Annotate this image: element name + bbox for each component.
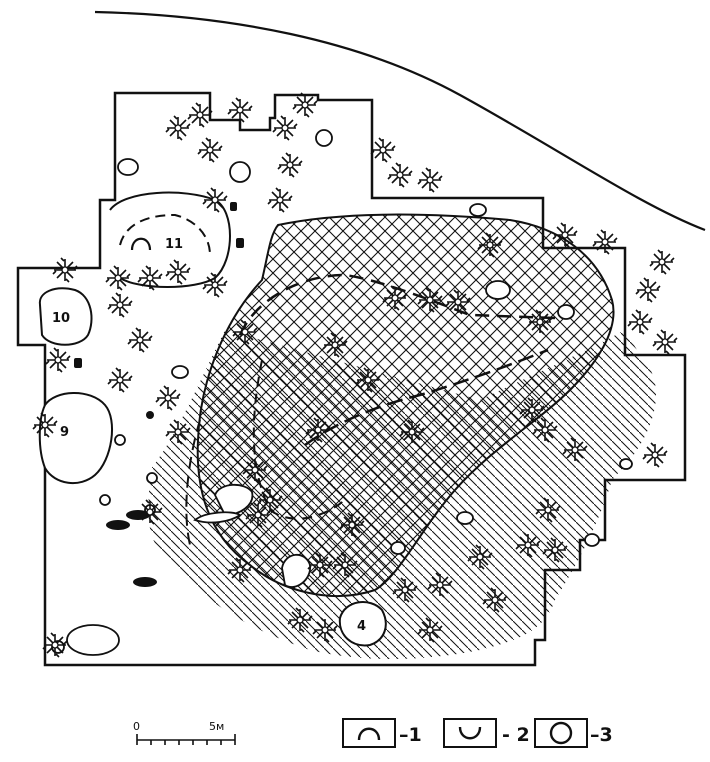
dashed-line-diagonal	[304, 348, 549, 447]
scale-bar: 0 5м	[133, 720, 236, 745]
feature-10-label: 10	[52, 311, 70, 326]
stone	[584, 533, 600, 547]
dark-marker	[133, 577, 157, 587]
legend-label-1: –1	[399, 724, 422, 746]
feature-4-label: 4	[357, 619, 366, 634]
pit-circle	[114, 434, 126, 446]
stone	[193, 511, 242, 524]
dark-marker	[106, 520, 130, 530]
stone	[456, 511, 474, 525]
feature-9-label: 9	[60, 425, 69, 440]
stone	[557, 304, 575, 320]
excavation-boundary	[16, 91, 687, 667]
legend-arch-down-icon	[458, 726, 482, 740]
pits	[51, 129, 333, 654]
dark-markers	[74, 202, 244, 587]
legend-label-2: - 2	[502, 724, 530, 746]
feature-11-label: 11	[165, 237, 183, 252]
pit-circle	[229, 161, 251, 183]
crosshatched-zone	[196, 213, 615, 597]
pit-circle	[146, 472, 158, 484]
terrace-edge-line	[94, 10, 706, 232]
stone	[469, 203, 487, 217]
dashed-line-inner	[238, 273, 556, 336]
scale-end-label: 5м	[209, 720, 224, 733]
legend-arch-up-icon	[357, 727, 381, 741]
dark-marker	[74, 358, 82, 368]
feature-11-outline	[109, 191, 231, 288]
stones	[66, 158, 633, 656]
feature-10-outline	[38, 287, 93, 346]
feature-11-hearth-arch	[130, 237, 152, 251]
feature-4-outline	[338, 601, 387, 647]
dark-marker	[230, 202, 237, 211]
dark-marker	[146, 411, 154, 419]
legend-label-3: –3	[590, 724, 613, 746]
dashed-line-left	[185, 419, 201, 546]
stone	[390, 541, 406, 555]
legend-circle-icon	[549, 721, 573, 745]
feature-11-dashed-outline	[119, 213, 211, 256]
legend-box-1	[342, 718, 396, 748]
feature-9-outline	[38, 392, 113, 485]
dark-marker	[236, 238, 244, 248]
pit-circle	[315, 129, 333, 147]
scale-start-label: 0	[133, 720, 140, 733]
stone	[171, 365, 189, 379]
legend-box-2	[443, 718, 497, 748]
pit-circle	[99, 494, 111, 506]
stone	[619, 458, 633, 470]
stone	[485, 280, 511, 300]
stone	[66, 624, 120, 656]
legend: –1 - 2 –3	[342, 718, 613, 748]
stone	[117, 158, 139, 176]
